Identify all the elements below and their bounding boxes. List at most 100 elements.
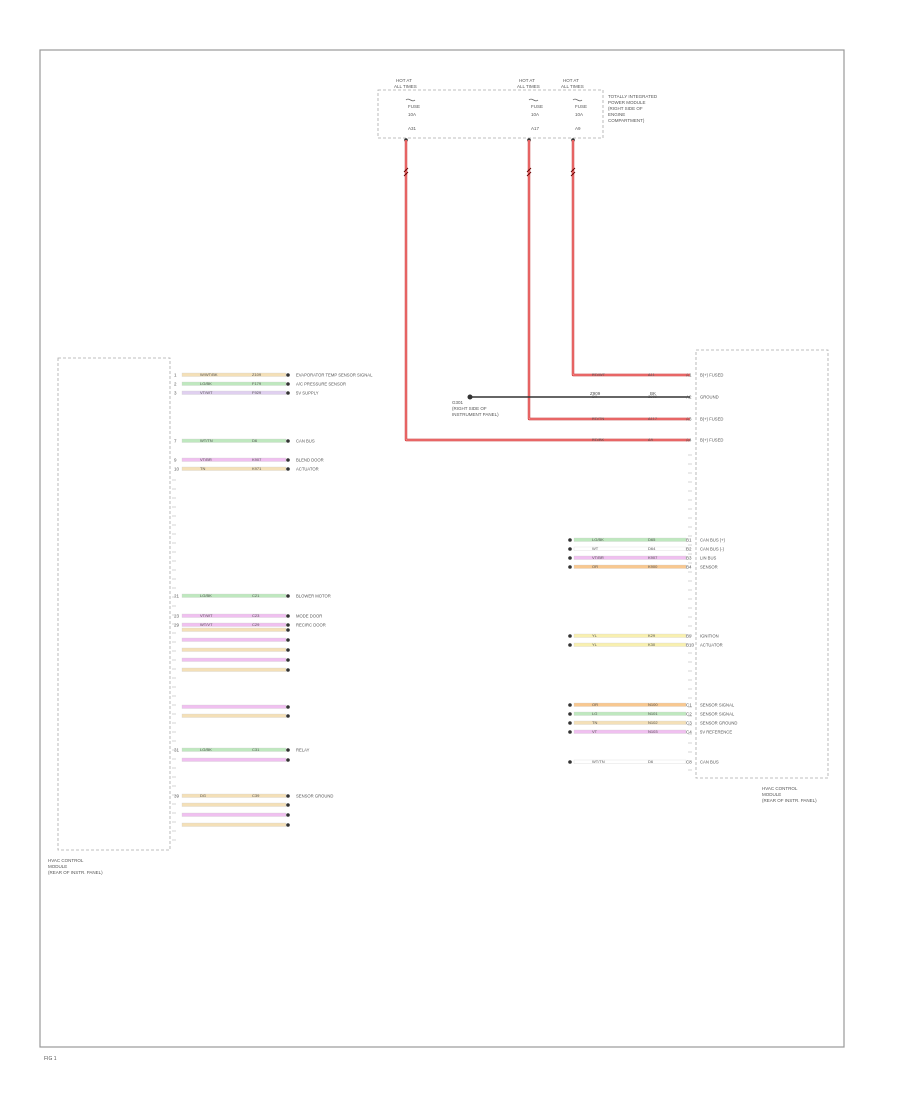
pin-function: SENSOR xyxy=(700,565,718,570)
wire-color-band xyxy=(181,381,287,386)
fuse-amps: 10A xyxy=(408,112,416,117)
pin-number: 39 xyxy=(174,794,180,799)
wire-color-band xyxy=(181,822,287,827)
wire-color-band xyxy=(573,702,687,707)
pin-function: LIN BUS xyxy=(700,556,716,561)
pin-number: B4 xyxy=(686,565,692,570)
pin-number: B9 xyxy=(686,634,692,639)
wire-color-band xyxy=(181,812,287,817)
connector-icon xyxy=(568,703,572,707)
wire-color-code: VT/BR xyxy=(200,457,212,462)
pin-number: 2 xyxy=(174,382,177,387)
ground-wire-code: Z909 xyxy=(590,391,601,396)
circuit-code: N100 xyxy=(648,702,658,707)
left-module-label: HVAC CONTROL MODULE (REAR OF INSTR. PANE… xyxy=(48,858,103,875)
circuit-code: C23 xyxy=(252,613,260,618)
connector-icon xyxy=(286,758,290,762)
fuse-icon xyxy=(572,98,583,102)
pin-number: 9 xyxy=(174,458,177,463)
connector-icon xyxy=(286,382,290,386)
pin-number: 31 xyxy=(174,748,180,753)
circuit-code: K30 xyxy=(648,642,656,647)
wire-color-band xyxy=(573,555,687,560)
fuse-box-label-line: TOTALLY INTEGRATED xyxy=(608,94,658,99)
circuit-code: F179 xyxy=(252,381,262,386)
circuit-destination: MODE DOOR xyxy=(296,614,322,619)
wire-color-band xyxy=(181,457,287,462)
wire-color-band xyxy=(181,747,287,752)
wire-color-code: OR xyxy=(592,702,598,707)
wire-color-code: RD/BK xyxy=(592,437,605,442)
connector-icon xyxy=(286,794,290,798)
pin-number: C2 xyxy=(686,712,692,717)
wire-color-code: TN xyxy=(200,466,205,471)
wire-color-band xyxy=(181,647,287,652)
fuse-amps: 10A xyxy=(575,112,583,117)
wire-color-band xyxy=(573,633,687,638)
connector-icon xyxy=(568,730,572,734)
wire-color-band xyxy=(181,667,287,672)
wire-tick xyxy=(570,171,576,177)
wire-color-band xyxy=(573,711,687,716)
fuse-pin: A17 xyxy=(531,126,540,131)
circuit-code: K900 xyxy=(648,564,658,569)
wire-color-band xyxy=(573,759,687,764)
pin-number: 1 xyxy=(174,373,177,378)
right-module-label-line: (REAR OF INSTR. PANEL) xyxy=(762,798,817,803)
right-module-label: HVAC CONTROL MODULE (REAR OF INSTR. PANE… xyxy=(762,786,817,803)
left-module-label-line: (REAR OF INSTR. PANEL) xyxy=(48,870,103,875)
diagram-frame xyxy=(39,49,845,1048)
pin-number: A4 xyxy=(686,438,692,443)
connector-icon xyxy=(286,467,290,471)
wire-color-code: YL xyxy=(592,633,598,638)
pin-function: CAN BUS (-) xyxy=(700,547,725,552)
pin-number: 10 xyxy=(174,467,180,472)
wire-color-band xyxy=(573,564,687,569)
circuit-code: K971 xyxy=(252,466,262,471)
pin-number: B2 xyxy=(686,547,692,552)
wire-color-band xyxy=(181,657,287,662)
pin-number: 29 xyxy=(174,623,180,628)
pin-number: 23 xyxy=(174,614,180,619)
wire-color-band xyxy=(181,757,287,762)
wire-color-band xyxy=(181,637,287,642)
left-module-label-line: MODULE xyxy=(48,864,67,869)
page-code: FIG 1 xyxy=(44,1056,57,1062)
circuit-destination: CAN BUS xyxy=(296,439,315,444)
wire-color-band xyxy=(181,622,287,627)
connector-icon xyxy=(568,643,572,647)
connector-icon xyxy=(286,705,290,709)
wire-color-band xyxy=(573,642,687,647)
connector-icon xyxy=(568,547,572,551)
fuse-header: HOT AT xyxy=(519,78,535,83)
fuse-header: ALL TIMES xyxy=(561,84,584,89)
circuit-code: C21 xyxy=(252,593,260,598)
connector-icon xyxy=(568,538,572,542)
wire-color-code: RD/WT xyxy=(592,372,606,377)
pin-number: C4 xyxy=(686,730,692,735)
wire-tick xyxy=(403,167,409,173)
right-module-label-line: HVAC CONTROL xyxy=(762,786,798,791)
circuit-code: K907 xyxy=(648,555,658,560)
fuse-pin: A31 xyxy=(408,126,417,131)
circuit-destination: EVAPORATOR TEMP SENSOR SIGNAL xyxy=(296,373,373,378)
pin-number: B10 xyxy=(686,643,695,648)
pin-number: B3 xyxy=(686,556,692,561)
wire-ticks xyxy=(403,167,576,177)
